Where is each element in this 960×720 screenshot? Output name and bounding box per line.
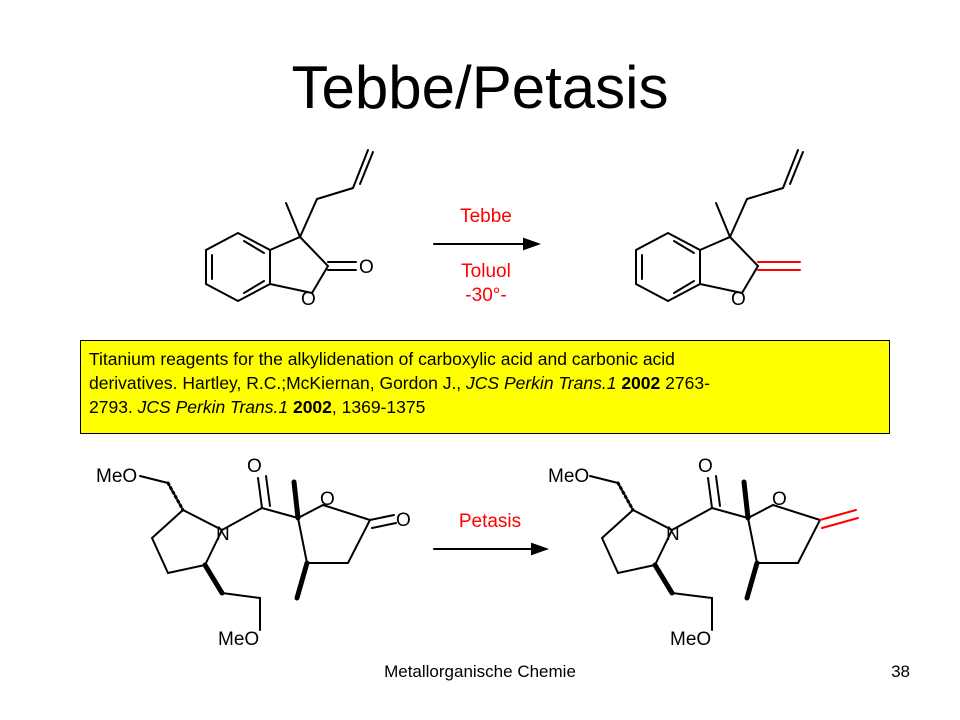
product-methylenebenzofuran (635, 149, 804, 303)
reactant-benzofuranone (205, 149, 374, 303)
reference-box: Titanium reagents for the alkylidenation… (80, 340, 890, 434)
reactant2-n: N (216, 524, 230, 545)
reference-line-1: Titanium reagents for the alkylidenation… (89, 349, 675, 369)
reactant2-meo-top: MeO (96, 466, 137, 487)
product2-n: N (666, 524, 680, 545)
solvent-toluol: Toluol (461, 261, 511, 282)
reference-line-3: 2793. JCS Perkin Trans.1 2002, 1369-1375 (89, 397, 426, 417)
reagent-tebbe: Tebbe (460, 206, 512, 227)
reactant2-o-amide: O (247, 456, 262, 477)
reagent-petasis: Petasis (459, 511, 521, 532)
reaction-arrow-2 (433, 542, 549, 556)
slide-title: Tebbe/Petasis (291, 54, 669, 121)
product2-meo-top: MeO (548, 466, 589, 487)
product2-o-amide: O (698, 456, 713, 477)
page-number: 38 (891, 662, 910, 681)
reactant1-ring-o: O (301, 289, 316, 310)
footer-title: Metallorganische Chemie (384, 662, 576, 681)
reaction-arrow-1 (433, 237, 541, 251)
reactant2-meo-bottom: MeO (218, 629, 259, 650)
product1-ring-o: O (731, 289, 746, 310)
reactant2-o-ring: O (320, 489, 335, 510)
product2-o-ring: O (772, 489, 787, 510)
temperature: -30°- (465, 285, 506, 306)
reference-line-2: derivatives. Hartley, R.C.;McKiernan, Go… (89, 373, 710, 393)
reactant-lactone (139, 475, 397, 631)
reactant1-carbonyl-o: O (359, 257, 374, 278)
product2-meo-bottom: MeO (670, 629, 711, 650)
reactant2-o-lactone: O (396, 510, 411, 531)
product-methylene-ether (589, 475, 859, 631)
